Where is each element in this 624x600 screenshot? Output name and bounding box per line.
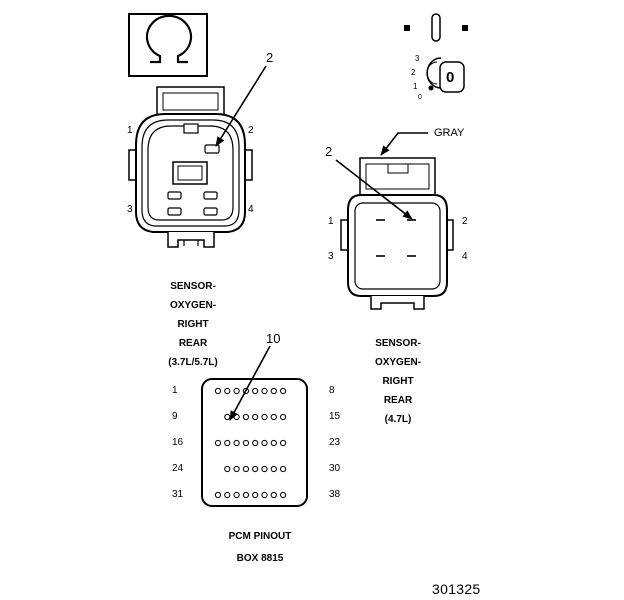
pcm-pin-hole [233, 439, 240, 447]
right-callout-arrow [335, 159, 413, 220]
pcm-pin-hole [280, 413, 287, 421]
figure-number: 301325 [432, 581, 481, 597]
right-caption-line: REAR [383, 395, 413, 406]
pcm-pin-hole [242, 439, 249, 447]
left-pin-1: 1 [127, 125, 133, 136]
left-caption-line: (3.7L/5.7L) [168, 357, 218, 368]
right-caption-line: OXYGEN- [374, 357, 422, 368]
gray-wire-label: GRAY [434, 127, 465, 139]
pcm-pin-hole [280, 439, 287, 447]
pcm-pin-left: 24 [172, 463, 184, 474]
pcm-pin-hole [280, 387, 287, 395]
pcm-pin-hole [224, 387, 231, 395]
ignition-position-0: 0 [418, 94, 422, 101]
pcm-pin-hole [233, 413, 240, 421]
pcm-pin-left: 9 [172, 411, 178, 422]
left-caption-line: RIGHT [177, 319, 209, 330]
ignition-key-label: 0 [446, 69, 455, 86]
left-caption-line: OXYGEN- [169, 300, 217, 311]
pcm-pin-hole [242, 465, 249, 473]
pcm-pin-hole [252, 413, 259, 421]
pcm-pin-left: 16 [172, 437, 184, 448]
pcm-pin-hole [280, 491, 287, 499]
right-connector-caption: SENSOR- OXYGEN- RIGHT REAR (4.7L) [348, 334, 448, 429]
ohm-symbol-icon [128, 13, 208, 77]
pcm-pin-hole [261, 439, 268, 447]
pcm-pin-hole [214, 439, 222, 447]
pcm-pin-hole [270, 439, 277, 447]
pcm-pin-hole [242, 413, 249, 421]
left-pin-2: 2 [248, 125, 254, 136]
left-pin-3: 3 [127, 204, 133, 215]
ignition-position-1: 1 [413, 82, 418, 91]
ignition-position-2: 2 [411, 68, 416, 77]
pcm-callout-arrow [229, 345, 271, 421]
pcm-pin-hole [261, 387, 268, 395]
pcm-pin-hole [261, 465, 268, 473]
right-caption-line: RIGHT [382, 376, 414, 387]
pcm-pin-hole [233, 491, 240, 499]
pcm-pin-hole [261, 491, 268, 499]
pcm-pin-right: 15 [329, 411, 341, 422]
right-pin-2: 2 [462, 216, 468, 227]
pcm-pin-hole [224, 413, 231, 421]
left-caption-line: SENSOR- [170, 281, 216, 292]
gray-wire-leader [380, 132, 428, 156]
pcm-pin-hole [261, 413, 268, 421]
pcm-pin-right: 23 [329, 437, 341, 448]
pcm-pin-right: 38 [329, 489, 341, 500]
pcm-pin-holes [214, 387, 287, 499]
pcm-pin-hole [280, 465, 287, 473]
pcm-caption-line: PCM PINOUT [228, 531, 292, 542]
left-callout-label: 2 [266, 50, 274, 65]
pcm-pin-hole [252, 491, 259, 499]
pcm-pin-hole [224, 491, 231, 499]
pcm-pin-hole [270, 387, 277, 395]
pcm-pin-hole [252, 439, 259, 447]
pcm-pin-right: 8 [329, 385, 335, 396]
pcm-pin-left: 1 [172, 385, 178, 396]
pcm-pin-right: 30 [329, 463, 341, 474]
pcm-callout-label: 10 [266, 331, 281, 346]
right-connector [340, 157, 454, 310]
pcm-pin-hole [214, 491, 222, 499]
left-pin-4: 4 [248, 204, 254, 215]
right-caption-line: (4.7L) [384, 414, 412, 425]
pcm-pin-left: 31 [172, 489, 184, 500]
right-callout-label: 2 [325, 144, 333, 159]
left-caption-line: REAR [178, 338, 208, 349]
pcm-pin-hole [252, 387, 259, 395]
left-connector-caption: SENSOR- OXYGEN- RIGHT REAR (3.7L/5.7L) [143, 277, 243, 372]
pcm-caption-line: BOX 8815 [236, 553, 284, 564]
right-pin-4: 4 [462, 251, 468, 262]
right-pin-3: 3 [328, 251, 334, 262]
pcm-pin-hole [270, 491, 277, 499]
pcm-pin-hole [233, 387, 240, 395]
pcm-pinout-box [201, 378, 308, 507]
pcm-pin-hole [214, 387, 222, 395]
pcm-pin-hole [242, 491, 249, 499]
right-caption-line: SENSOR- [375, 338, 421, 349]
ignition-position-3: 3 [415, 54, 420, 63]
pcm-caption: PCM PINOUT BOX 8815 [200, 526, 320, 570]
right-pin-1: 1 [328, 216, 334, 227]
pcm-pin-hole [233, 465, 240, 473]
left-callout-arrow [215, 65, 267, 147]
pcm-pin-hole [252, 465, 259, 473]
ignition-switch-icon [404, 13, 468, 93]
pcm-pin-hole [224, 465, 231, 473]
pcm-pin-hole [270, 465, 277, 473]
left-connector [128, 86, 253, 248]
pcm-pin-hole [270, 413, 277, 421]
pcm-pin-hole [224, 439, 231, 447]
